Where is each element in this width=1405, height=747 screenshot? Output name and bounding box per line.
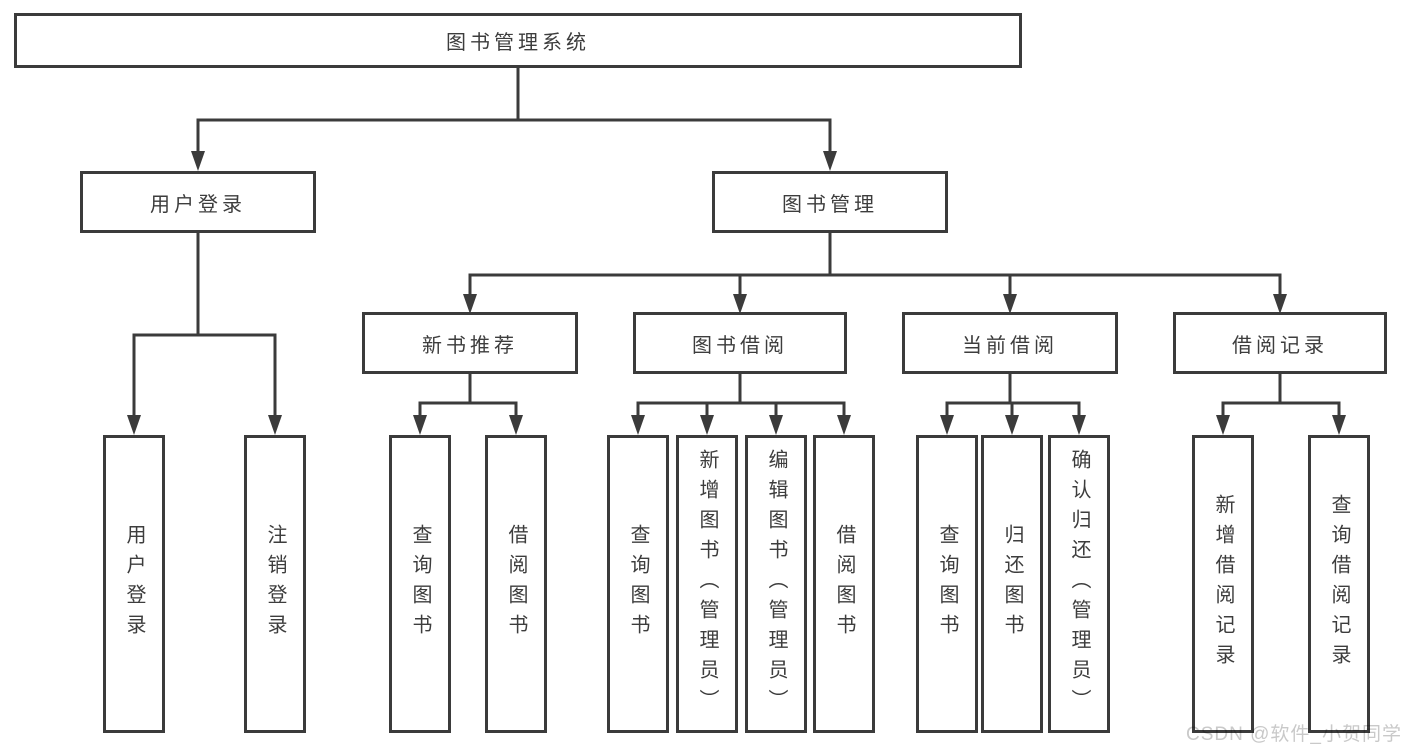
leaf-confirm-return-admin: 确认归还（管理员） xyxy=(1048,435,1110,733)
arrow-down-icon xyxy=(1273,294,1287,314)
node-current-borrowing-label: 当前借阅 xyxy=(962,334,1058,357)
arrow-down-icon xyxy=(413,415,427,435)
leaf-query-books-borrowing-label: 查询图书 xyxy=(627,524,649,644)
leaf-borrow-books-borrowing-label: 借阅图书 xyxy=(833,524,855,644)
leaf-query-books-recommend: 查询图书 xyxy=(389,435,451,733)
leaf-query-borrow-record-label: 查询借阅记录 xyxy=(1328,494,1350,674)
leaf-return-book-label: 归还图书 xyxy=(1001,524,1023,644)
leaf-edit-book-admin: 编辑图书（管理员） xyxy=(745,435,807,733)
node-user-login-label: 用户登录 xyxy=(150,193,246,216)
leaf-borrow-books-recommend-label: 借阅图书 xyxy=(505,524,527,644)
node-new-book-recommend-label: 新书推荐 xyxy=(422,334,518,357)
leaf-confirm-return-admin-label: 确认归还（管理员） xyxy=(1068,449,1090,719)
node-current-borrowing: 当前借阅 xyxy=(902,312,1118,374)
leaf-add-borrow-record: 新增借阅记录 xyxy=(1192,435,1254,733)
leaf-borrow-books-borrowing: 借阅图书 xyxy=(813,435,875,733)
arrow-down-icon xyxy=(191,151,205,171)
arrow-down-icon xyxy=(837,415,851,435)
arrow-down-icon xyxy=(700,415,714,435)
arrow-down-icon xyxy=(940,415,954,435)
leaf-logout: 注销登录 xyxy=(244,435,306,733)
node-borrowing-records: 借阅记录 xyxy=(1173,312,1387,374)
leaf-edit-book-admin-label: 编辑图书（管理员） xyxy=(765,449,787,719)
node-root: 图书管理系统 xyxy=(14,13,1022,68)
leaf-logout-label: 注销登录 xyxy=(264,524,286,644)
arrow-down-icon xyxy=(1332,415,1346,435)
arrow-down-icon xyxy=(1072,415,1086,435)
leaf-user-login-label: 用户登录 xyxy=(123,524,145,644)
arrow-down-icon xyxy=(769,415,783,435)
leaf-add-borrow-record-label: 新增借阅记录 xyxy=(1212,494,1234,674)
leaf-borrow-books-recommend: 借阅图书 xyxy=(485,435,547,733)
arrow-down-icon xyxy=(1003,294,1017,314)
arrow-down-icon xyxy=(509,415,523,435)
arrow-down-icon xyxy=(463,294,477,314)
arrow-down-icon xyxy=(127,415,141,435)
node-borrowing-records-label: 借阅记录 xyxy=(1232,334,1328,357)
node-new-book-recommend: 新书推荐 xyxy=(362,312,578,374)
node-root-label: 图书管理系统 xyxy=(446,32,590,54)
node-book-management: 图书管理 xyxy=(712,171,948,233)
leaf-add-book-admin-label: 新增图书（管理员） xyxy=(696,449,718,719)
node-user-login: 用户登录 xyxy=(80,171,316,233)
arrow-down-icon xyxy=(631,415,645,435)
arrow-down-icon xyxy=(268,415,282,435)
arrow-down-icon xyxy=(733,294,747,314)
leaf-query-books-borrowing: 查询图书 xyxy=(607,435,669,733)
arrow-down-icon xyxy=(1216,415,1230,435)
leaf-query-borrow-record: 查询借阅记录 xyxy=(1308,435,1370,733)
node-book-borrowing: 图书借阅 xyxy=(633,312,847,374)
node-book-borrowing-label: 图书借阅 xyxy=(692,334,788,357)
leaf-return-book: 归还图书 xyxy=(981,435,1043,733)
watermark: CSDN @软件_小贺同学 xyxy=(1186,724,1402,745)
leaf-query-books-recommend-label: 查询图书 xyxy=(409,524,431,644)
leaf-user-login: 用户登录 xyxy=(103,435,165,733)
arrow-down-icon xyxy=(1005,415,1019,435)
leaf-add-book-admin: 新增图书（管理员） xyxy=(676,435,738,733)
leaf-query-books-current: 查询图书 xyxy=(916,435,978,733)
node-book-management-label: 图书管理 xyxy=(782,193,878,216)
arrow-down-icon xyxy=(823,151,837,171)
leaf-query-books-current-label: 查询图书 xyxy=(936,524,958,644)
